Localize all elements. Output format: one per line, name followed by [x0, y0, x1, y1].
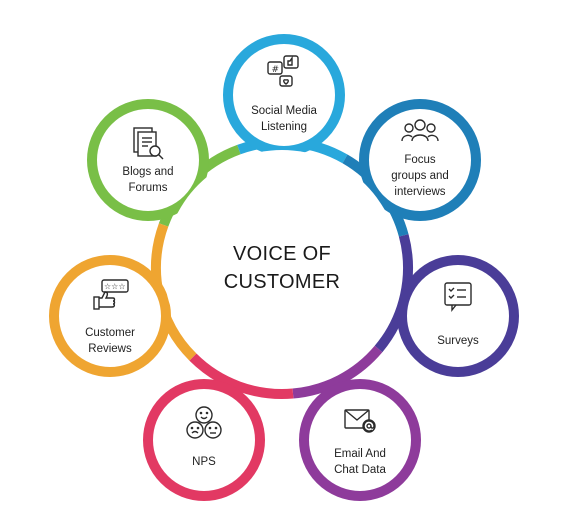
svg-text:☆☆☆: ☆☆☆ [104, 282, 126, 291]
node-label-line: Reviews [88, 343, 132, 355]
document-search-icon [133, 127, 164, 160]
faces-icon [186, 406, 222, 439]
node-label-surveys: Surveys [437, 333, 479, 349]
connector-arc [292, 345, 383, 399]
center-circle [164, 150, 400, 386]
node-label-nps: NPS [192, 454, 216, 470]
node-label-line: Chat Data [334, 464, 386, 476]
node-ring-nps [143, 379, 265, 501]
node-label-line: Customer [85, 327, 135, 339]
svg-text:#: # [272, 65, 280, 75]
node-label-line: groups and [391, 170, 449, 182]
center-title: VOICE OF CUSTOMER [224, 240, 340, 296]
node-label-line: Surveys [437, 335, 479, 347]
center-title-line1: VOICE OF [233, 243, 331, 265]
node-label-line: Forums [128, 182, 168, 194]
node-icons: # ☆☆☆ [93, 55, 472, 439]
node-label-focus: Focus groups and interviews [391, 152, 449, 200]
node-ring-focus [359, 99, 481, 221]
node-label-line: Blogs and [122, 166, 174, 178]
node-ring-email [299, 379, 421, 501]
social-media-icon: # [267, 55, 299, 87]
node-label-line: NPS [192, 456, 216, 468]
node-label-line: Focus [404, 154, 436, 166]
email-at-icon [344, 409, 376, 433]
node-label-line: Email And [334, 448, 386, 460]
thumbs-up-stars-icon: ☆☆☆ [93, 279, 129, 310]
node-ring-surveys [397, 255, 519, 377]
survey-form-icon [444, 282, 472, 312]
node-ring-blogs [87, 99, 209, 221]
node-label-line: interviews [394, 186, 446, 198]
node-label-line: Listening [260, 121, 308, 133]
connector-arc [189, 353, 294, 399]
people-group-icon [401, 119, 439, 142]
node-label-line: Social Media [251, 105, 317, 117]
center-title-line2: CUSTOMER [223, 271, 341, 293]
node-rings [49, 34, 519, 501]
node-ring-reviews [49, 255, 171, 377]
